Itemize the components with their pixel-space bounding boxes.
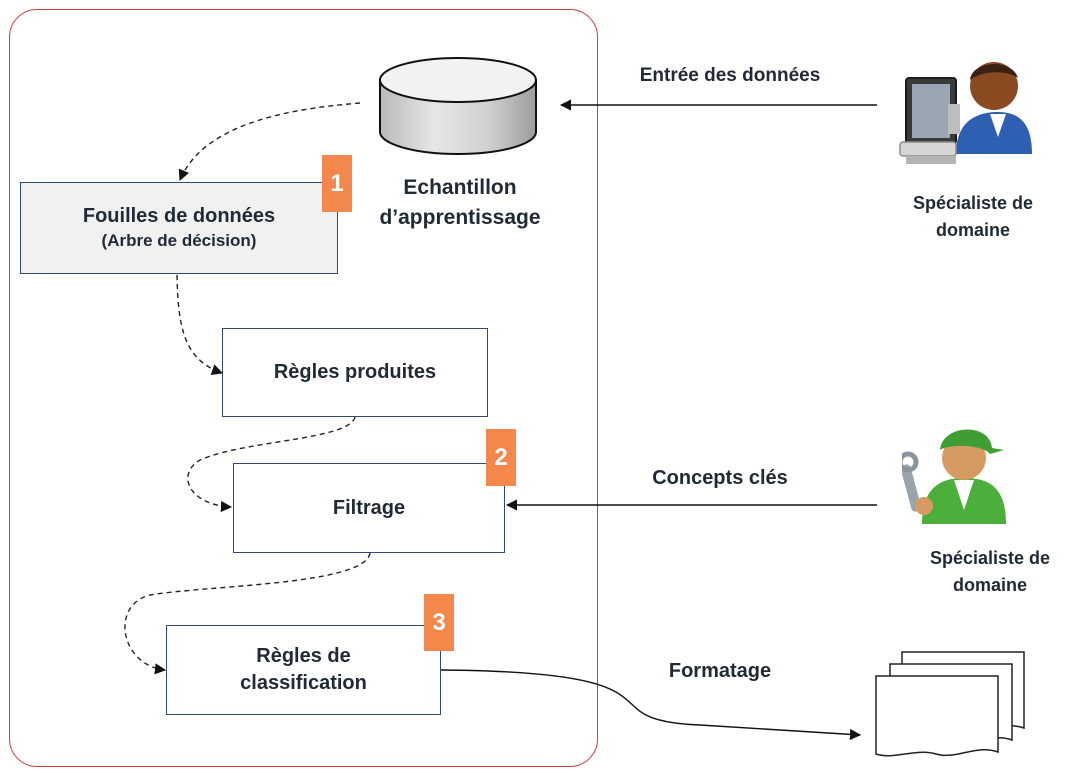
step-badge-2: 2 xyxy=(486,429,516,486)
classification-rules-box: Règles de classification xyxy=(166,625,441,715)
data-mining-subtitle: (Arbre de décision) xyxy=(101,231,257,251)
dashed-arrow-db-to-mining xyxy=(178,102,361,182)
training-sample-label: Echantillon d’apprentissage xyxy=(379,176,541,230)
data-entry-label: Entrée des données xyxy=(639,65,821,86)
filtering-box: Filtrage xyxy=(233,463,505,553)
classification-line2: classification xyxy=(240,672,367,694)
computer-user-icon xyxy=(899,62,1032,164)
specialist-2-label: Spécialiste de domaine xyxy=(929,548,1051,595)
database-icon xyxy=(379,57,537,155)
key-concepts-label: Concepts clés xyxy=(652,467,788,489)
formatting-label: Formatage xyxy=(668,660,772,682)
rules-produced-label: Règles produites xyxy=(273,361,437,383)
classification-line1: Règles de xyxy=(256,645,351,667)
dashed-arrow-rules-to-filter xyxy=(187,416,356,513)
documents-icon xyxy=(875,651,1025,757)
step-badge-1: 1 xyxy=(322,155,352,212)
arrow-formatting xyxy=(440,669,862,741)
rules-produced-box: Règles produites xyxy=(222,328,488,417)
data-mining-box: Fouilles de données (Arbre de décision) xyxy=(20,182,338,274)
filtering-label: Filtrage xyxy=(332,496,406,519)
data-mining-title: Fouilles de données xyxy=(82,205,276,228)
process-container xyxy=(9,9,598,767)
dashed-arrow-mining-to-rules xyxy=(176,274,224,375)
step-badge-3: 3 xyxy=(424,594,454,651)
technician-icon xyxy=(902,429,1006,524)
specialist-1-label: Spécialiste de domaine xyxy=(912,193,1034,240)
